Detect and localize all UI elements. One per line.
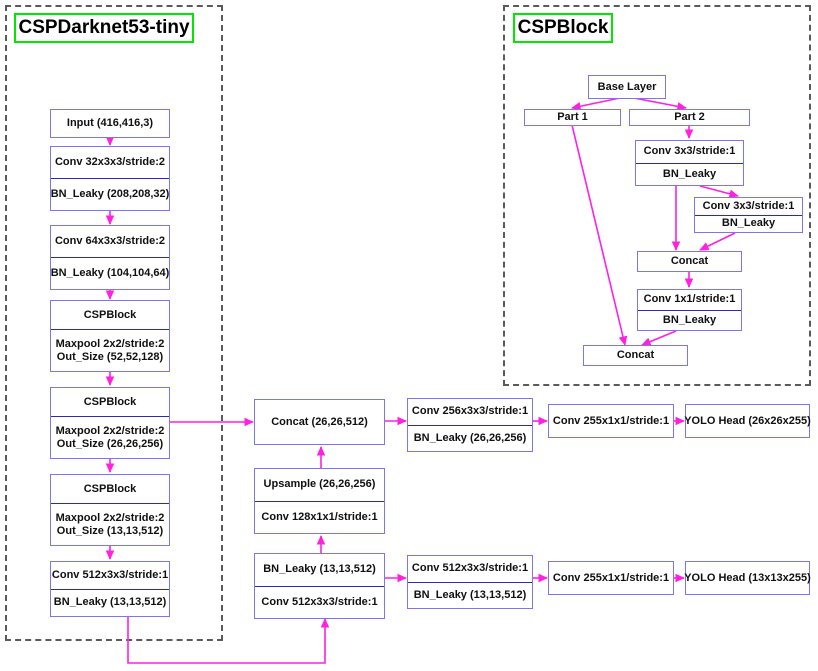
panel-title-cspblock: CSPBlock — [513, 13, 613, 43]
node-row: Conv 512x3x3/stride:1 — [255, 585, 384, 619]
node-csp-concat-2[interactable]: Concat — [583, 345, 688, 366]
node-row-stack: Maxpool 2x2/stride:2 Out_Size (52,52,128… — [51, 329, 169, 371]
node-row: Conv 512x3x3/stride:1 — [51, 568, 169, 581]
node-cspblock-2[interactable]: CSPBlock Maxpool 2x2/stride:2 Out_Size (… — [50, 387, 170, 459]
node-input[interactable]: Input (416,416,3) — [50, 109, 170, 138]
node-csp-part2[interactable]: Part 2 — [629, 109, 750, 126]
node-row: Maxpool 2x2/stride:2 — [55, 424, 165, 437]
node-row: Input (416,416,3) — [66, 117, 154, 130]
node-row: BN_Leaky — [638, 309, 741, 331]
node-row: Conv 64x3x3/stride:2 — [54, 235, 166, 248]
node-conv64[interactable]: Conv 64x3x3/stride:2 BN_Leaky (104,104,6… — [50, 225, 170, 290]
node-row: Base Layer — [597, 80, 657, 93]
panel-cspblock — [503, 5, 811, 386]
node-row: BN_Leaky (13,13,512) — [51, 588, 169, 617]
node-row-stack: Maxpool 2x2/stride:2 Out_Size (13,13,512… — [51, 503, 169, 545]
node-head13-conv512[interactable]: Conv 512x3x3/stride:1 BN_Leaky (13,13,51… — [407, 555, 533, 609]
node-row: Concat (26,26,512) — [271, 415, 368, 428]
node-head13-conv255[interactable]: Conv 255x1x1/stride:1 — [548, 561, 674, 595]
node-row-stack: Maxpool 2x2/stride:2 Out_Size (26,26,256… — [51, 416, 169, 458]
node-row: YOLO Head (26x26x255) — [684, 414, 811, 427]
node-bn-conv512-middle[interactable]: BN_Leaky (13,13,512) Conv 512x3x3/stride… — [254, 553, 385, 619]
node-row: Maxpool 2x2/stride:2 — [55, 511, 165, 524]
node-row: BN_Leaky (104,104,64) — [51, 257, 169, 289]
node-row: BN_Leaky (13,13,512) — [263, 563, 376, 576]
node-row: Conv 256x3x3/stride:1 — [411, 405, 529, 418]
panel-backbone — [5, 5, 223, 641]
node-row: CSPBlock — [83, 482, 137, 495]
node-row: Conv 255x1x1/stride:1 — [552, 414, 670, 427]
node-yolo-head-13[interactable]: YOLO Head (13x13x255) — [684, 561, 811, 595]
node-row: Concat — [670, 255, 709, 268]
node-csp-conv1x1[interactable]: Conv 1x1/stride:1 BN_Leaky — [637, 289, 742, 331]
node-row: BN_Leaky (13,13,512) — [408, 581, 532, 609]
node-csp-concat-1[interactable]: Concat — [637, 251, 742, 272]
node-row: BN_Leaky (208,208,32) — [51, 178, 169, 210]
node-row: Out_Size (13,13,512) — [56, 524, 164, 537]
node-row: Conv 1x1/stride:1 — [643, 293, 736, 306]
node-row: BN_Leaky — [636, 162, 743, 186]
node-yolo-head-26[interactable]: YOLO Head (26x26x255) — [684, 404, 811, 438]
node-row: YOLO Head (13x13x255) — [684, 571, 811, 584]
node-csp-base-layer[interactable]: Base Layer — [588, 75, 666, 99]
node-row: Conv 3x3/stride:1 — [643, 145, 736, 158]
node-row: CSPBlock — [83, 395, 137, 408]
node-row: Concat — [616, 349, 655, 362]
node-upsample[interactable]: Upsample (26,26,256) Conv 128x1x1/stride… — [254, 468, 385, 534]
node-row: Out_Size (52,52,128) — [56, 350, 164, 363]
node-row: Conv 128x1x1/stride:1 — [255, 500, 384, 534]
node-row: Part 2 — [674, 111, 705, 124]
node-row: Conv 512x3x3/stride:1 — [411, 562, 529, 575]
node-head26-conv256[interactable]: Conv 256x3x3/stride:1 BN_Leaky (26,26,25… — [407, 398, 533, 452]
node-row: Conv 3x3/stride:1 — [702, 199, 795, 212]
node-row: Conv 255x1x1/stride:1 — [552, 571, 670, 584]
node-row: Part 1 — [557, 111, 588, 124]
node-cspblock-3[interactable]: CSPBlock Maxpool 2x2/stride:2 Out_Size (… — [50, 474, 170, 546]
node-row: BN_Leaky — [695, 214, 802, 233]
node-row: Out_Size (26,26,256) — [56, 437, 164, 450]
node-head26-conv255[interactable]: Conv 255x1x1/stride:1 — [548, 404, 674, 438]
node-concat-26-26-512[interactable]: Concat (26,26,512) — [254, 399, 385, 445]
node-row: Conv 32x3x3/stride:2 — [54, 156, 166, 169]
node-backbone-conv512[interactable]: Conv 512x3x3/stride:1 BN_Leaky (13,13,51… — [50, 561, 170, 617]
node-cspblock-1[interactable]: CSPBlock Maxpool 2x2/stride:2 Out_Size (… — [50, 300, 170, 372]
node-row: CSPBlock — [83, 308, 137, 321]
node-row: BN_Leaky (26,26,256) — [408, 424, 532, 452]
node-conv32[interactable]: Conv 32x3x3/stride:2 BN_Leaky (208,208,3… — [50, 146, 170, 211]
node-csp-part1[interactable]: Part 1 — [524, 109, 621, 126]
node-row: Upsample (26,26,256) — [263, 478, 376, 491]
node-csp-conv3x3-b[interactable]: Conv 3x3/stride:1 BN_Leaky — [694, 197, 803, 233]
panel-title-backbone: CSPDarknet53-tiny — [14, 13, 194, 43]
node-csp-conv3x3-a[interactable]: Conv 3x3/stride:1 BN_Leaky — [635, 140, 744, 186]
node-row: Maxpool 2x2/stride:2 — [55, 337, 165, 350]
